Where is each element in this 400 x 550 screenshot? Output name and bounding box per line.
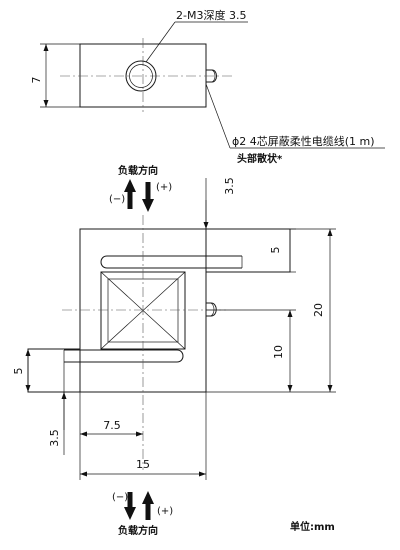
dim-7-arrow-top (43, 44, 49, 51)
sign-minus-top: (−) (109, 194, 125, 205)
dim-lower-height-arrow-bottom (287, 385, 293, 392)
dim-total-height-arrow-top (327, 229, 333, 236)
unit-label: 单位:mm (290, 520, 335, 533)
front-view-cable-end (210, 302, 215, 317)
load-direction-bottom-label: 负载方向 (118, 524, 158, 537)
front-view-cable-stub (206, 302, 217, 317)
up-arrow-bottom-head (142, 491, 154, 504)
up-arrow-bottom-shaft (145, 503, 151, 520)
dim-7-arrow-bottom (43, 100, 49, 107)
down-arrow-top-shaft (145, 182, 151, 201)
load-direction-bottom: (−) (+) 负载方向 (112, 491, 173, 537)
hole-note-leader (145, 21, 176, 63)
front-view (27, 215, 291, 470)
load-direction-top-label: 负载方向 (118, 164, 158, 177)
lower-slot (64, 349, 184, 363)
dim-slot-lower-arrow-top (25, 349, 31, 356)
dim-bottom-offset-arrow (61, 392, 67, 399)
dim-total-height-arrow-bottom (327, 385, 333, 392)
load-direction-top: 负载方向 (−) (+) (109, 164, 172, 212)
dim-total-width-arrow-right (199, 471, 206, 477)
dim-bottom-offset-label: 3.5 (48, 429, 61, 447)
top-view: 7 2-M3深度 3.5 (30, 8, 248, 112)
up-arrow-top-shaft (127, 190, 133, 209)
cable-note: ϕ2 4芯屏蔽柔性电缆线(1 m) 头部散状* (205, 83, 385, 165)
sign-minus-bottom: (−) (112, 492, 128, 503)
dim-top-offset-label: 3.5 (223, 177, 236, 195)
dim-total-height-label: 20 (312, 303, 325, 317)
sign-plus-top: (+) (156, 182, 172, 193)
dim-lower-height-label: 10 (272, 345, 285, 359)
dim-total-width-label: 15 (136, 458, 150, 471)
dim-slot-lower-arrow-bottom (25, 385, 31, 392)
dim-slot-lower-label: 5 (12, 368, 25, 375)
dim-total-width-arrow-left (80, 471, 87, 477)
threaded-hole-inner (129, 64, 153, 88)
upper-slot (100, 255, 242, 269)
dim-lower-height-arrow-top (287, 310, 293, 317)
dim-top-height-label: 7 (30, 77, 43, 84)
front-view-dimensions: 3.5 5 20 10 5 3.5 7.5 (12, 177, 336, 480)
cable-note-line1: ϕ2 4芯屏蔽柔性电缆线(1 m) (232, 134, 375, 148)
down-arrow-top-head (142, 199, 154, 212)
down-arrow-bottom-shaft (127, 492, 133, 509)
down-arrow-bottom-head (124, 507, 136, 520)
top-view-cable-end (211, 69, 216, 83)
hole-note: 2-M3深度 3.5 (176, 8, 246, 22)
threaded-hole-outer (125, 60, 157, 92)
dim-slot-upper-label: 5 (269, 247, 282, 254)
dim-top-offset-arrow (203, 222, 209, 229)
front-view-lower-tab (27, 348, 80, 393)
sign-plus-bottom: (+) (157, 506, 173, 517)
cable-note-line2: 头部散状* (237, 152, 283, 165)
dim-hole-x-arrow-left (80, 431, 87, 437)
up-arrow-top-head (124, 179, 136, 192)
cable-note-leader (205, 83, 231, 149)
dim-hole-x-label: 7.5 (103, 419, 121, 432)
dim-hole-x-arrow-right (136, 431, 143, 437)
